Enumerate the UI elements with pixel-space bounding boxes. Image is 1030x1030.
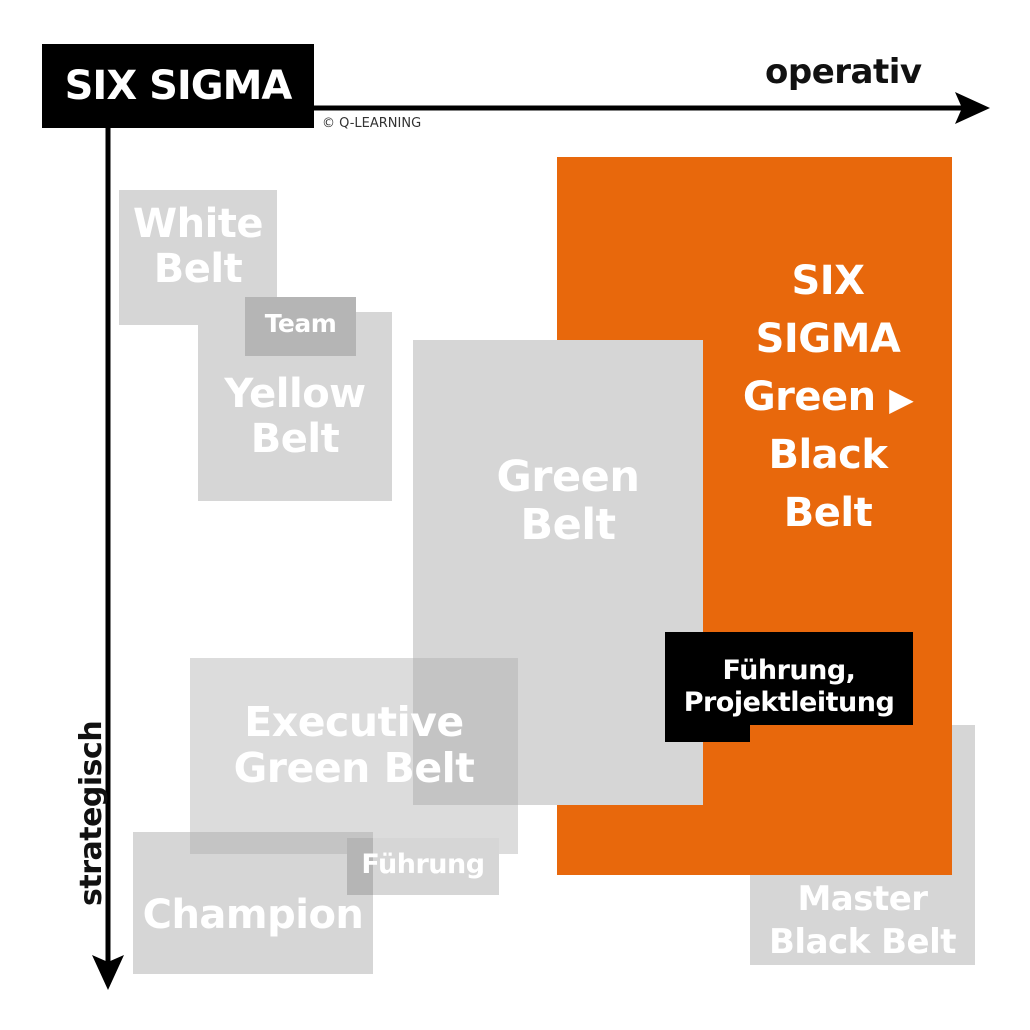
master-black-belt-label: Master Black Belt (769, 879, 957, 962)
orange-cover-master (750, 725, 952, 875)
fuehrung-label: Führung (361, 849, 485, 880)
green-belt-label: Green Belt (496, 452, 640, 551)
white-belt-label: White Belt (132, 201, 264, 292)
team-overlap (245, 297, 356, 356)
play-arrow-icon: ▶ (889, 380, 914, 418)
fuehrung-overlap (347, 838, 373, 895)
brand-title: SIX SIGMA (42, 44, 314, 128)
champion-executive-overlap (190, 832, 373, 854)
axis-label-operativ: operativ (765, 52, 922, 92)
axis-label-strategisch: strategisch (74, 720, 109, 906)
executive-green-belt-label: Executive Green Belt (233, 698, 475, 792)
champion-label: Champion (142, 892, 364, 938)
champion-box (133, 832, 373, 974)
horizontal-axis-arrow (955, 92, 990, 124)
green-black-belt-label: SIX SIGMA Green ▶ Black Belt (742, 258, 914, 536)
leadership-project-box: Führung, Projektleitung (665, 632, 913, 742)
copyright-note: © Q-LEARNING (322, 116, 422, 131)
executive-green-overlap (413, 658, 518, 805)
vertical-axis-arrow (92, 955, 124, 990)
team-label: Team (264, 309, 337, 338)
yellow-belt-label: Yellow Belt (224, 371, 366, 462)
